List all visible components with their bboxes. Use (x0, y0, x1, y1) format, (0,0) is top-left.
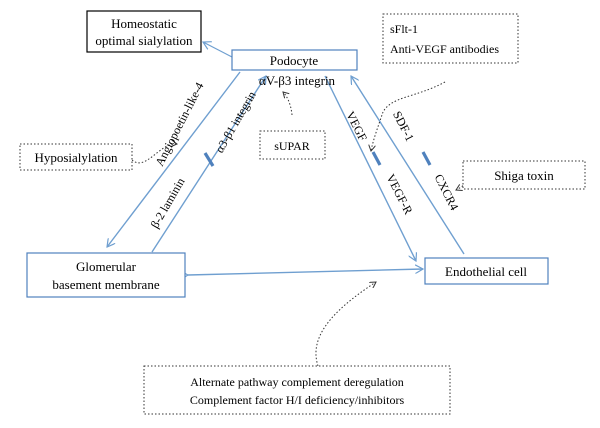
label-vegf-r: VEGF-R (383, 172, 415, 217)
hyposialylation-label: Hyposialylation (34, 150, 118, 165)
label-b2-laminin: β-2 laminin (148, 175, 188, 230)
gbm-label-line2: basement membrane (52, 277, 159, 292)
sialylation-node: Homeostatic optimal sialylation (86, 10, 202, 53)
gbm-label-line1: Glomerular (76, 259, 137, 274)
leader-supar (283, 92, 293, 116)
supar-label: sUPAR (274, 139, 310, 153)
leader-sflt1 (371, 81, 446, 151)
edge-endothelial-to-podocyte (351, 76, 465, 255)
leader-hyposialylation (131, 144, 177, 164)
supar-box: sUPAR (259, 130, 326, 160)
sflt1-label-line2: Anti-VEGF antibodies (390, 42, 499, 56)
sflt1-box: sFlt-1 Anti-VEGF antibodies (382, 13, 519, 64)
label-av-b3-integrin: αV-β3 integrin (259, 73, 336, 88)
endothelial-node: Endothelial cell (424, 257, 549, 285)
podocyte-label: Podocyte (270, 53, 319, 68)
hyposialylation-box: Hyposialylation (19, 143, 133, 171)
edge-podocyte-to-endothelial (324, 75, 416, 261)
complement-label-line1: Alternate pathway complement deregulatio… (190, 375, 404, 389)
shiga-label: Shiga toxin (494, 168, 554, 183)
edge-gbm-to-podocyte (151, 76, 266, 253)
gbm-node: Glomerular basement membrane (26, 252, 186, 298)
sialylation-label-line1: Homeostatic (111, 16, 177, 31)
double-arrow-integrin (203, 152, 215, 167)
complement-label-line2: Complement factor H/I deficiency/inhibit… (190, 393, 405, 407)
label-cxcr4: CXCR4 (432, 172, 462, 213)
edge-podocyte-to-sialylation (203, 42, 233, 58)
podocyte-node: Podocyte (231, 49, 358, 71)
edge-gbm-endothelial (188, 269, 423, 275)
label-vegf: VEGF (343, 109, 370, 144)
sflt1-label-line1: sFlt-1 (390, 22, 418, 36)
double-arrow-vegf (371, 151, 382, 166)
leader-complement (315, 282, 376, 367)
complement-box: Alternate pathway complement deregulatio… (143, 365, 451, 415)
edge-podocyte-to-gbm (107, 71, 241, 247)
label-angiopoetin: Angiopoetin-like-4 (152, 80, 206, 168)
double-arrow-sdf1 (421, 151, 432, 166)
shiga-box: Shiga toxin (462, 160, 586, 190)
endothelial-label: Endothelial cell (445, 264, 527, 279)
label-sdf1: SDF-1 (390, 109, 417, 144)
sialylation-label-line2: optimal sialylation (95, 33, 193, 48)
